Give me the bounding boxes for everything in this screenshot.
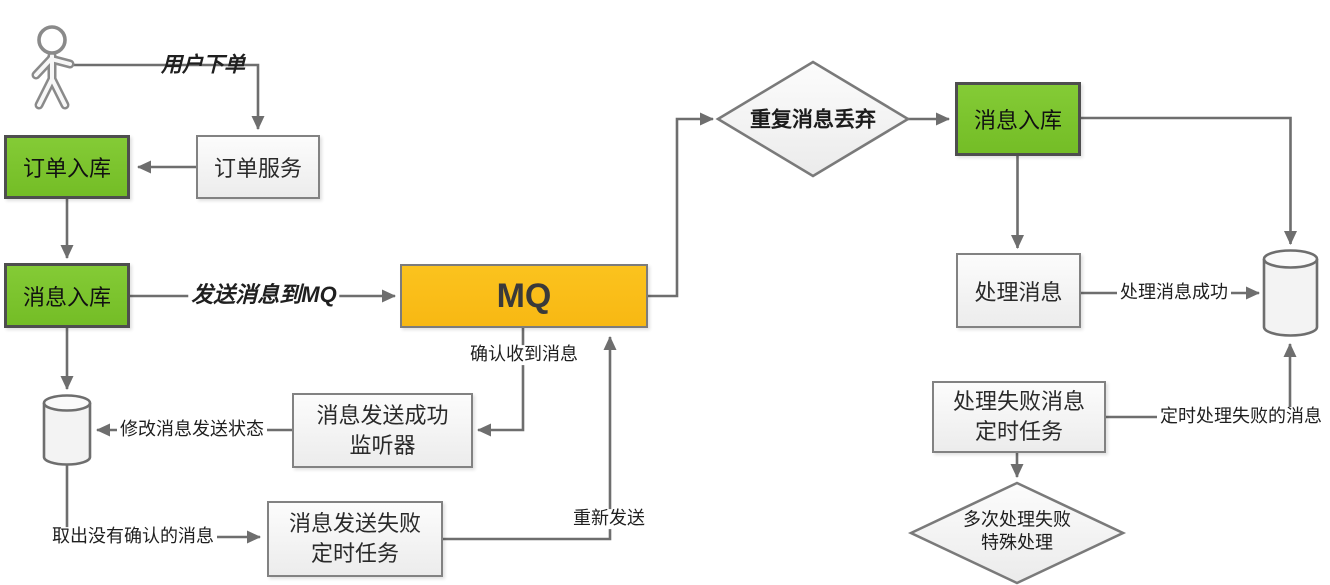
node-mq: MQ bbox=[400, 264, 648, 328]
node-fail-msg-task-line1: 处理失败消息 bbox=[952, 389, 1085, 415]
node-msg-store-right: 消息入库 bbox=[955, 82, 1081, 156]
edge-label-user-order: 用户下单 bbox=[161, 53, 245, 77]
node-send-success-listener-line2: 监听器 bbox=[349, 432, 416, 458]
node-order-store-label: 订单入库 bbox=[22, 156, 111, 181]
node-msg-store-left: 消息入库 bbox=[4, 263, 130, 328]
diamond-multi-fail bbox=[907, 481, 1127, 585]
node-fail-msg-task-line2: 定时任务 bbox=[974, 419, 1063, 444]
node-send-fail-task: 消息发送失败 定时任务 bbox=[267, 501, 443, 577]
node-send-success-listener: 消息发送成功 监听器 bbox=[292, 393, 473, 468]
database-left-icon bbox=[42, 394, 92, 466]
node-send-success-listener-line1: 消息发送成功 bbox=[316, 402, 449, 428]
diamond-multi-fail-label: 多次处理失败 特殊处理 bbox=[963, 509, 1071, 556]
edge-label-send-to-mq: 发送消息到MQ bbox=[188, 282, 340, 308]
edge-label-timed-process-failed: 定时处理失败的消息 bbox=[1157, 406, 1325, 427]
node-mq-label: MQ bbox=[496, 276, 552, 315]
edge-mq-to-dup-discard bbox=[648, 112, 714, 298]
node-order-service-label: 订单服务 bbox=[213, 156, 302, 181]
edge-label-update-send-status: 修改消息发送状态 bbox=[117, 419, 267, 440]
node-fail-msg-task: 处理失败消息 定时任务 bbox=[932, 381, 1106, 453]
node-order-service: 订单服务 bbox=[196, 135, 320, 199]
node-send-fail-task-line2: 定时任务 bbox=[310, 541, 399, 566]
edge-label-process-success: 处理消息成功 bbox=[1117, 282, 1231, 303]
edge-label-ack-received: 确认收到消息 bbox=[467, 344, 581, 365]
node-order-store: 订单入库 bbox=[4, 135, 130, 199]
edge-label-resend: 重新发送 bbox=[570, 508, 648, 529]
node-msg-store-right-label: 消息入库 bbox=[973, 108, 1062, 133]
edge-fail-task-resend-to-mq bbox=[443, 336, 617, 541]
user-person-icon bbox=[31, 25, 75, 110]
node-send-fail-task-line1: 消息发送失败 bbox=[288, 511, 421, 537]
diamond-dup-discard bbox=[715, 60, 911, 178]
edge-msg-store-right-to-db bbox=[1081, 116, 1297, 245]
database-right-icon bbox=[1262, 249, 1319, 337]
edge-label-fetch-unacked: 取出没有确认的消息 bbox=[49, 526, 217, 547]
node-process-msg: 处理消息 bbox=[956, 253, 1081, 328]
edge-user-to-order-service bbox=[74, 63, 265, 130]
node-msg-store-left-label: 消息入库 bbox=[22, 284, 111, 310]
diamond-multi-fail-line1: 多次处理失败 bbox=[963, 509, 1071, 530]
node-process-msg-label: 处理消息 bbox=[974, 279, 1063, 305]
diamond-multi-fail-line2: 特殊处理 bbox=[981, 533, 1053, 553]
diamond-dup-discard-label: 重复消息丢弃 bbox=[750, 108, 876, 132]
